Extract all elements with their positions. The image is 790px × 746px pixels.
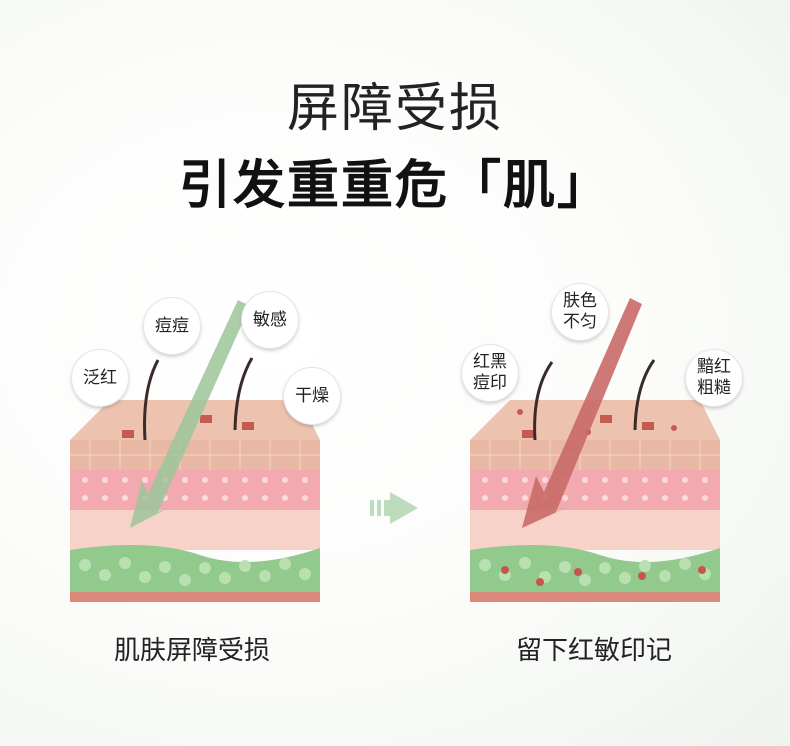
middle-arrow-icon	[370, 492, 418, 524]
right-caption: 留下红敏印记	[515, 636, 672, 666]
bubble-dry: 干燥	[284, 368, 340, 424]
right-skin-diagram	[470, 298, 720, 602]
bubble-dull-rough: 黯红粗糙	[686, 350, 742, 406]
bubble-acne: 痘痘	[144, 298, 200, 354]
left-skin-diagram	[70, 300, 320, 602]
left-caption: 肌肤屏障受损	[113, 636, 270, 666]
bubble-acne-marks: 红黑痘印	[462, 345, 518, 401]
title-line-1: 屏障受损	[286, 79, 503, 139]
bubble-redness: 泛红	[72, 350, 128, 406]
bubble-uneven-tone: 肤色不匀	[552, 284, 608, 340]
title-line-2: 引发重重危「肌」	[178, 156, 611, 216]
bubble-sensitive: 敏感	[242, 292, 298, 348]
